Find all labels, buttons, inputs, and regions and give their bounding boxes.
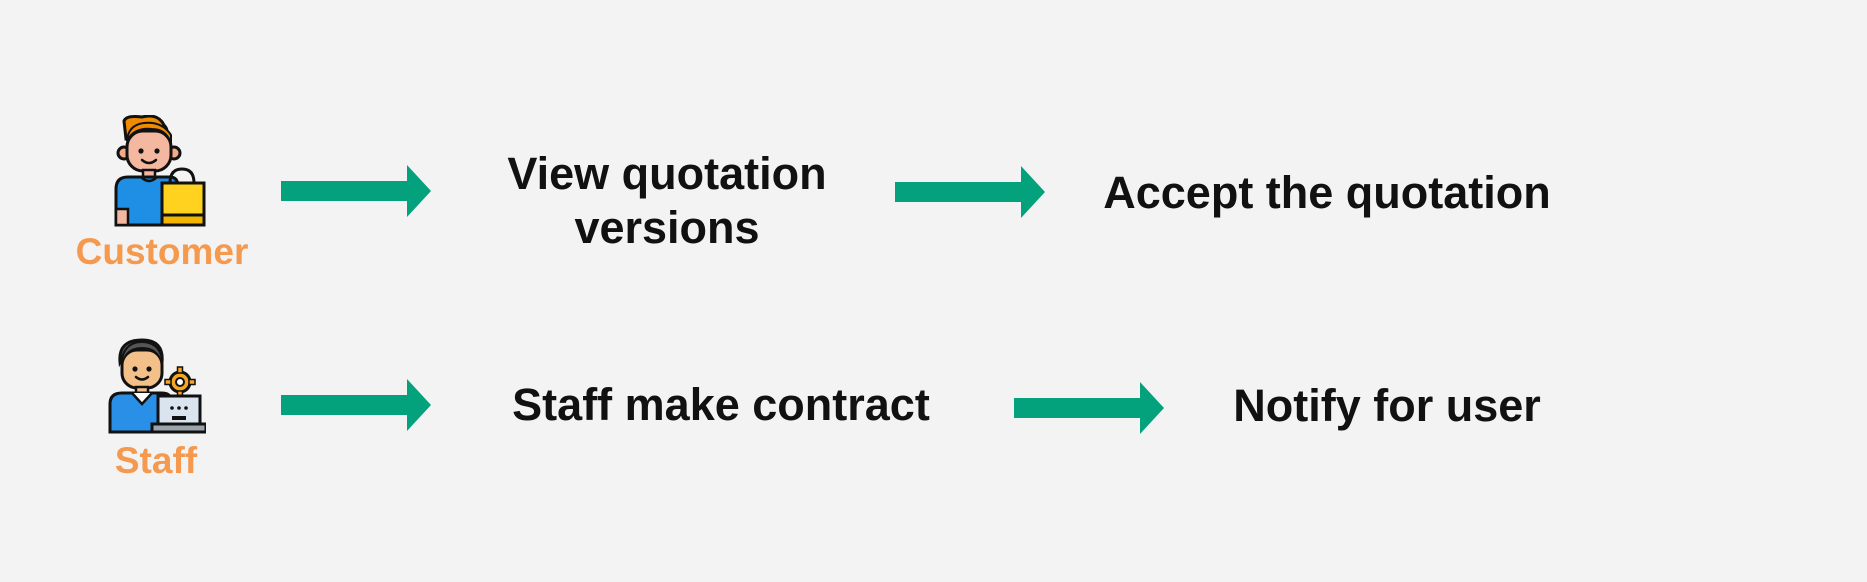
right-arrow-icon	[1014, 382, 1164, 434]
staff-actor: Staff	[106, 336, 206, 479]
customer-label: Customer	[75, 231, 249, 272]
step-staff-make-contract: Staff make contract	[512, 379, 930, 430]
step-view-quotation-line1: View quotation	[507, 148, 827, 199]
staff-arrow-2	[1014, 380, 1164, 436]
step-accept-quotation: Accept the quotation	[1103, 167, 1551, 218]
customer-arrow-2	[895, 164, 1045, 220]
customer-actor: Customer	[76, 115, 248, 270]
step-view-quotation-versions: View quotation versions	[466, 147, 868, 255]
customer-shopping-icon	[114, 115, 206, 227]
step-notify-for-user: Notify for user	[1233, 380, 1541, 431]
right-arrow-icon	[281, 165, 431, 217]
step-view-quotation-line2: versions	[574, 202, 760, 253]
staff-arrow-1	[281, 377, 431, 433]
right-arrow-icon	[895, 166, 1045, 218]
staff-label: Staff	[114, 440, 198, 481]
staff-laptop-gear-icon	[108, 338, 206, 434]
customer-arrow-1	[281, 163, 431, 219]
right-arrow-icon	[281, 379, 431, 431]
